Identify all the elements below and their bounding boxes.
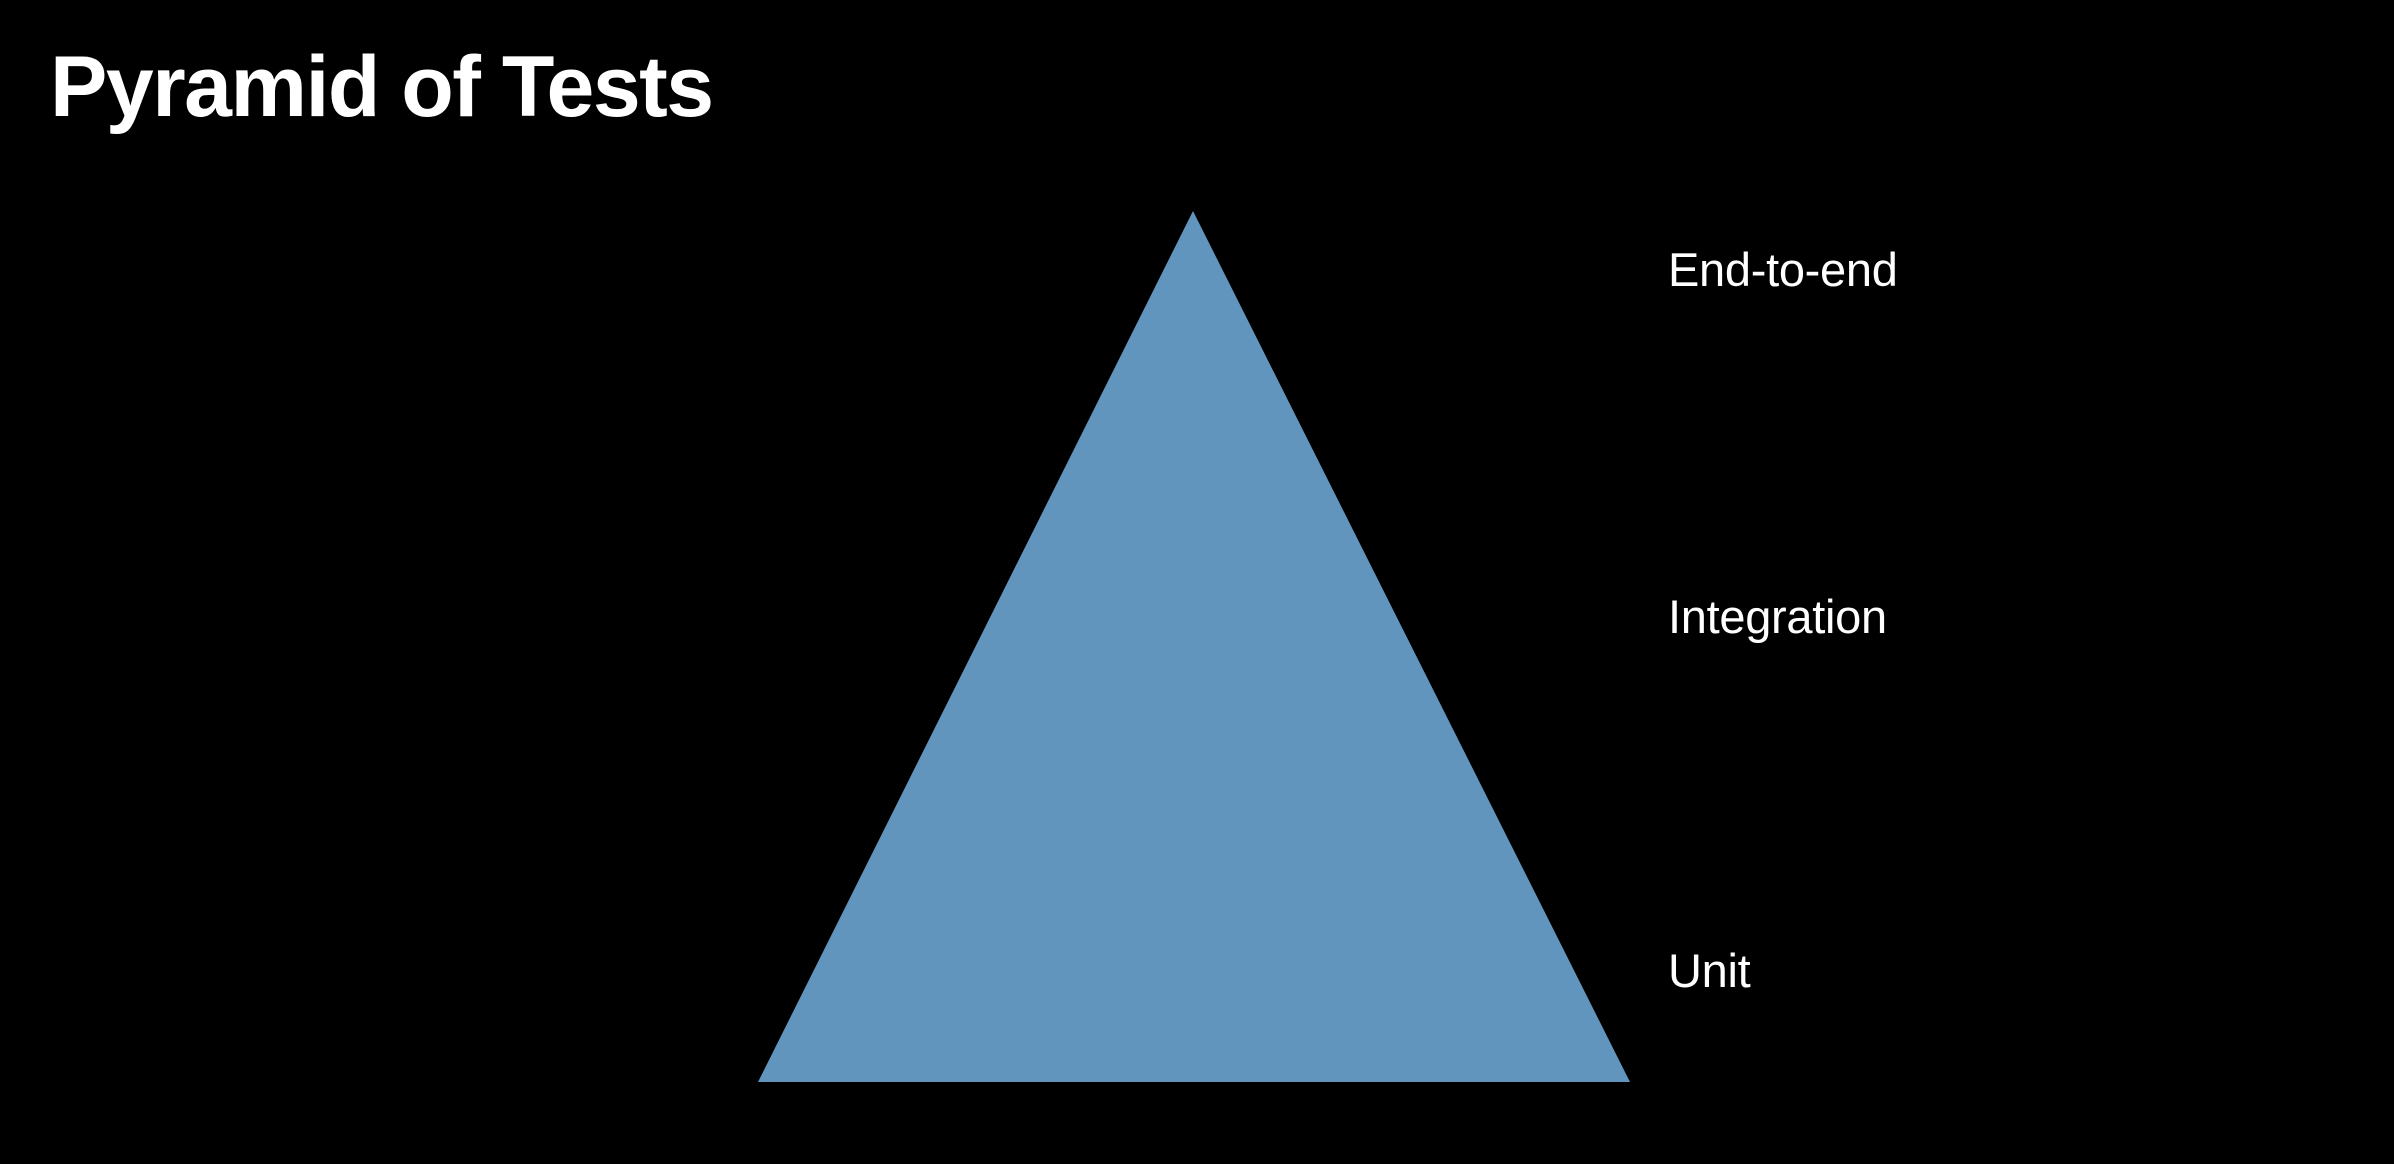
pyramid-triangle-shape bbox=[758, 211, 1630, 1082]
pyramid-tier-label-integration: Integration bbox=[1668, 590, 1887, 643]
pyramid-tier-label-unit: Unit bbox=[1668, 944, 1751, 997]
page-title: Pyramid of Tests bbox=[50, 39, 714, 135]
pyramid-tier-label-end-to-end: End-to-end bbox=[1668, 243, 1898, 296]
